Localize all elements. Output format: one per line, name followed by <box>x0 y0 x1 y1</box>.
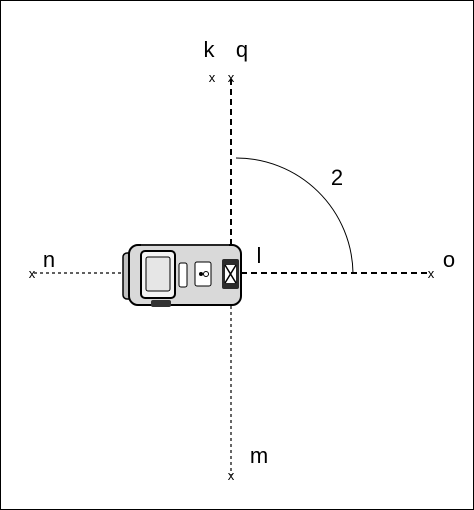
angle-label: 2 <box>331 165 343 190</box>
marker-n: x <box>29 266 36 281</box>
laser-level-device-icon <box>122 244 242 307</box>
label-m: m <box>250 443 268 468</box>
label-k: k <box>204 37 216 62</box>
label-n: n <box>43 247 55 272</box>
marker-k: x <box>209 70 216 85</box>
angle-arc <box>235 157 354 274</box>
label-q: q <box>236 37 248 62</box>
marker-q: x <box>228 70 235 85</box>
marker-o: x <box>428 266 435 281</box>
label-o: o <box>443 247 455 272</box>
label-l: l <box>257 243 262 268</box>
marker-m: x <box>228 468 235 483</box>
